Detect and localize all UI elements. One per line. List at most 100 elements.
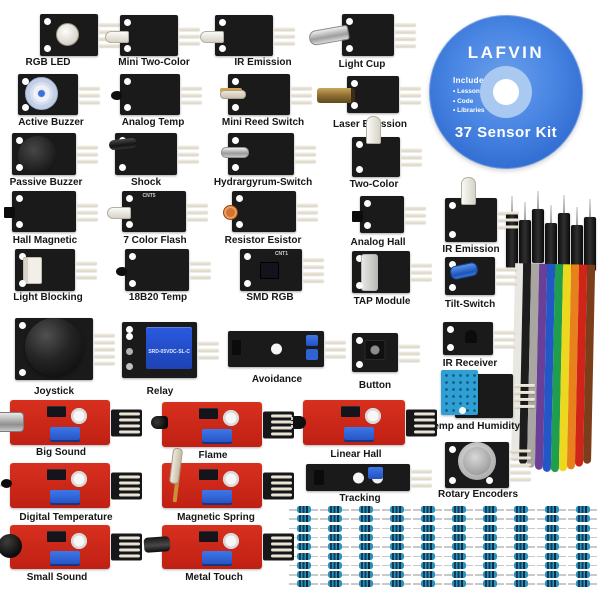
pin: [76, 268, 97, 272]
pin-header: [399, 344, 420, 361]
pin: [198, 355, 219, 359]
wire-housing: [584, 217, 596, 271]
module-label: Tilt-Switch: [444, 299, 496, 310]
module-board: [441, 370, 535, 418]
module-board: [317, 76, 421, 113]
pin-header: [111, 472, 142, 499]
module-label: Shock: [130, 177, 162, 188]
module-label: Passive Buzzer: [9, 177, 83, 188]
slot-white-icon: [22, 257, 42, 285]
resistor: [506, 561, 535, 569]
resistor: [537, 515, 566, 523]
pin: [119, 536, 140, 540]
module-board: [223, 191, 318, 232]
pin: [411, 277, 432, 281]
resistor: [289, 580, 318, 588]
resistor: [444, 580, 473, 588]
resistor: [506, 580, 535, 588]
module-board: [293, 400, 437, 445]
pin-header: [498, 211, 519, 229]
module-board: [15, 317, 115, 380]
resistor: [444, 543, 473, 551]
shock-cyl-icon: [108, 137, 138, 151]
resistor: [444, 571, 473, 579]
resistor: [475, 524, 504, 532]
pin: [297, 217, 318, 220]
resistor: [351, 533, 380, 541]
avoid-parts-icon: [232, 339, 241, 355]
cd-include-item: Libraries: [453, 107, 487, 114]
resistor: [351, 506, 380, 513]
ic-chip: [340, 406, 360, 417]
resistor: [351, 580, 380, 588]
resistor: [506, 552, 535, 560]
resistor: [382, 580, 411, 588]
wire-pin: [588, 199, 591, 218]
resistor: [413, 515, 442, 523]
pin-header: [297, 203, 318, 220]
pin: [271, 542, 292, 546]
pin: [325, 354, 346, 358]
ic-chip: [199, 408, 218, 419]
resistor: [475, 506, 504, 513]
pin: [119, 424, 140, 427]
resistor: [506, 515, 535, 523]
pin: [79, 86, 100, 89]
module-label: Resistor Esistor: [224, 235, 302, 246]
pin: [395, 30, 416, 33]
wire-ribbon: [511, 263, 596, 473]
resistor: [413, 571, 442, 579]
resistor: [444, 524, 473, 532]
module-label: Light Cup: [338, 59, 386, 70]
wire-housing: [532, 209, 544, 263]
module-label: TAP Module: [353, 296, 411, 307]
pin: [94, 333, 115, 337]
pin: [179, 41, 200, 44]
pin: [99, 44, 120, 47]
resistor: [351, 543, 380, 551]
tilt-blue-icon: [448, 261, 479, 281]
module-board: [18, 74, 100, 115]
pin: [514, 405, 535, 408]
pin: [498, 218, 519, 222]
wire-pin: [523, 202, 526, 221]
resistor: [568, 524, 597, 532]
pin-header: [496, 267, 517, 285]
module-board: [108, 133, 199, 175]
resistor: [289, 561, 318, 569]
module-label: RGB LED: [25, 57, 71, 68]
module-label: Mini Two-Color: [118, 57, 190, 68]
pin-header: [263, 533, 294, 561]
thermistor-icon: [111, 91, 122, 101]
pin: [514, 391, 535, 394]
module-board: [0, 525, 142, 569]
resistor: [382, 506, 411, 513]
pin: [119, 493, 140, 496]
pin: [198, 348, 219, 352]
pin: [399, 344, 420, 347]
module-board: CNT1: [240, 249, 324, 291]
module-label: Tracking: [339, 493, 381, 504]
resistor: [351, 571, 380, 579]
resistor: [320, 580, 349, 588]
pin: [179, 34, 200, 37]
resistor: [382, 515, 411, 523]
resistor: [537, 533, 566, 541]
resistor: [382, 524, 411, 532]
pin: [496, 274, 517, 278]
pin: [94, 354, 115, 358]
pin: [498, 211, 519, 215]
module-label: Hydrargyrum-Switch: [213, 177, 313, 188]
resistor: [351, 552, 380, 560]
cd-include-list: Lesson Code Libraries: [453, 88, 487, 114]
module-label: IR Receiver: [442, 358, 498, 369]
resistor: [537, 561, 566, 569]
cd-brand-text: LAFVIN: [467, 43, 545, 62]
resistor: [413, 533, 442, 541]
pin: [271, 432, 292, 435]
pin-header: [400, 86, 421, 103]
pin: [77, 152, 98, 156]
pin: [178, 145, 199, 149]
module-board: [162, 447, 294, 508]
pin-header: [291, 86, 312, 103]
